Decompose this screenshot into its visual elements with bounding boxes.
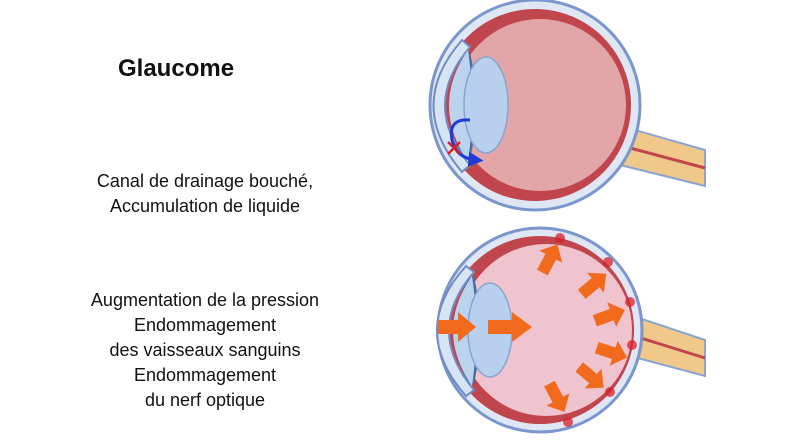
fluid-flow-arrow (449, 118, 484, 167)
caption-line: des vaisseaux sanguins (109, 340, 301, 360)
eye-bottom (436, 226, 706, 434)
cornea-bottom (436, 264, 476, 398)
pressure-arrow (594, 340, 628, 366)
pressure-arrow (537, 244, 563, 276)
pressure-arrow (438, 312, 476, 342)
caption-line: Augmentation de la pression (90, 290, 320, 310)
caption-line: Accumulation de liquide (109, 196, 301, 216)
pressure-arrow (544, 380, 570, 412)
caption-line: Endommagement (133, 315, 277, 335)
caption-line: du nerf optique (144, 390, 266, 410)
lens-top (463, 56, 509, 154)
eye-top (428, 0, 706, 212)
blockage-x-icon (447, 141, 461, 155)
caption-line: Canal de drainage bouché, (96, 171, 314, 191)
caption-line: Endommagement (133, 365, 277, 385)
anterior-chamber-top (449, 50, 472, 162)
caption-drainage-blocked: Canal de drainage bouché, Accumulation d… (60, 169, 350, 219)
pressure-spots (555, 233, 637, 427)
pressure-arrow (577, 272, 607, 299)
pressure-arrow (488, 312, 532, 342)
pressure-arrow (592, 302, 625, 327)
diagram-title: Glaucome (118, 55, 235, 82)
pressure-arrows (438, 244, 628, 412)
pressure-arrow (575, 362, 604, 389)
cornea-top (432, 38, 472, 174)
vitreous-top (454, 19, 626, 191)
caption-pressure-damage: Augmentation de la pression Endommagemen… (60, 288, 350, 413)
